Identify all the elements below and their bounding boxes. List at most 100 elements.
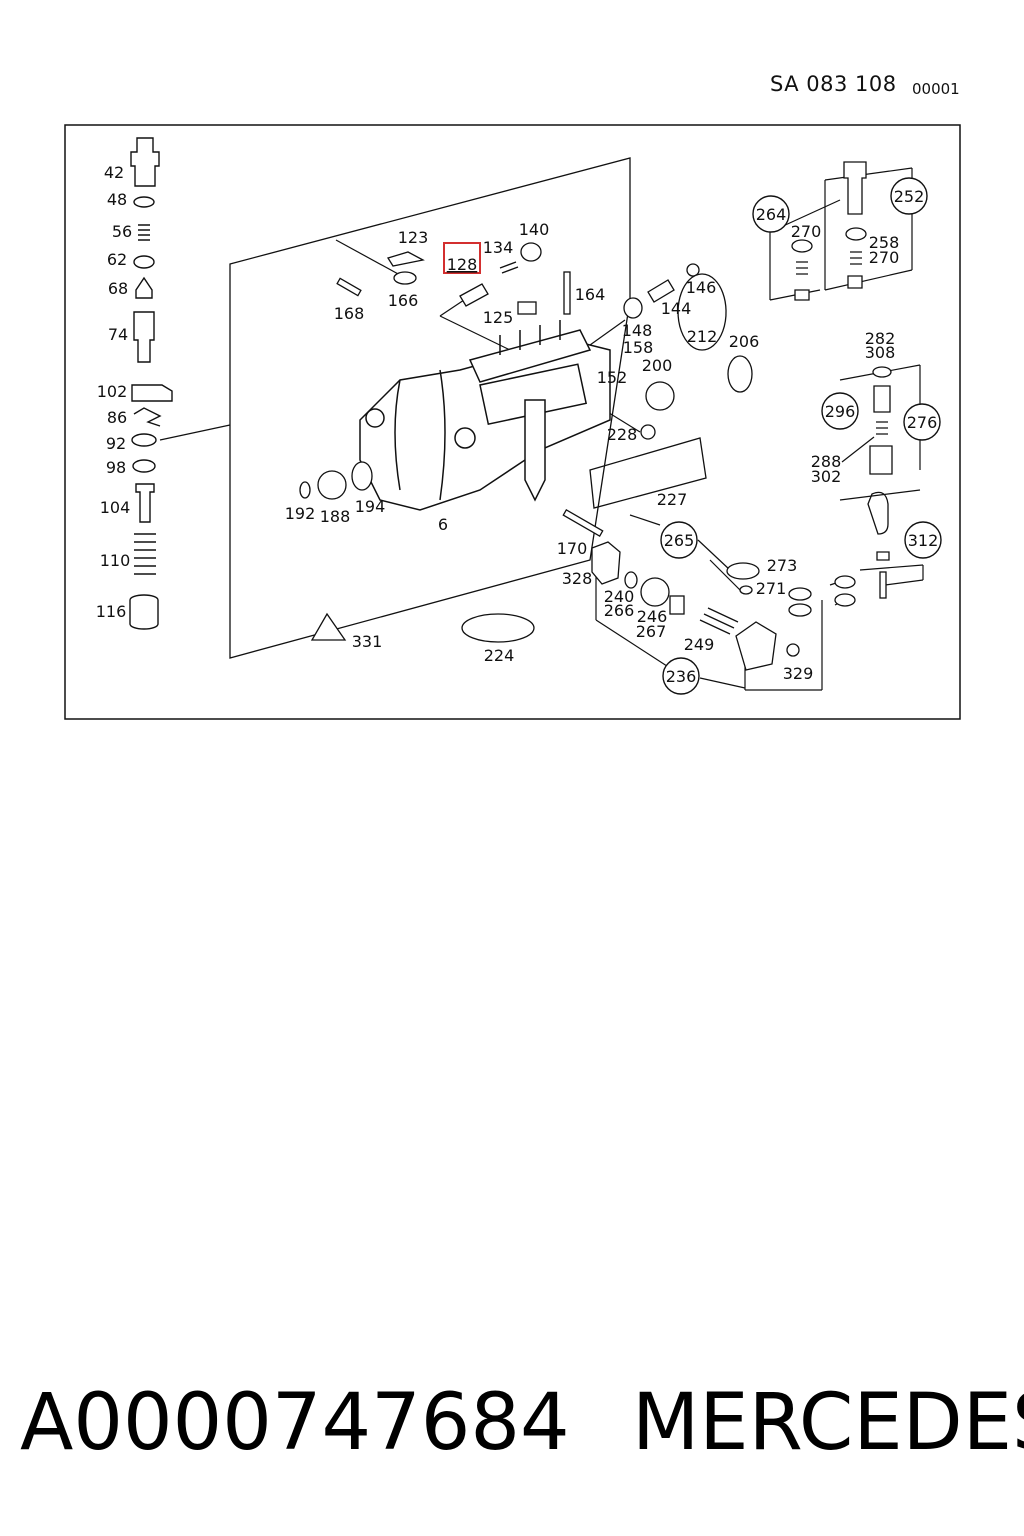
part-label-302: 302 [811,467,842,486]
sheet-number: 00001 [912,80,960,98]
circled-label-296: 296 [821,392,859,430]
part-label-134: 134 [483,238,514,257]
part-label-267: 267 [636,622,667,641]
part-label-42: 42 [104,163,124,182]
part-label-227: 227 [657,490,688,509]
part-label-194: 194 [355,497,386,516]
circled-label-252: 252 [890,177,928,215]
part-label-152: 152 [597,368,628,387]
clip-86-shape [133,407,162,427]
fitting-128-shape [459,283,489,307]
part-label-258: 258 [869,233,900,252]
part-label-144: 144 [661,299,692,318]
part-label-329: 329 [783,664,814,683]
part-label-328: 328 [562,569,593,588]
ring-98-shape [132,459,156,473]
assembly-plane [229,157,631,659]
part-label-68: 68 [108,279,128,298]
washer-a-shape [788,587,812,601]
circled-label-276: 276 [903,403,941,441]
svg-text:264: 264 [756,205,787,224]
part-label-228: 228 [607,425,638,444]
part-label-164: 164 [575,285,606,304]
part-label-92: 92 [106,434,126,453]
part-label-74: 74 [108,325,128,344]
oring-246-shape [640,577,670,607]
part-label-200: 200 [642,356,673,375]
spring-56-shape [138,224,150,241]
part-label-170: 170 [557,539,588,558]
sleeve-296-shape [873,385,891,413]
clip-312-shape [867,491,889,535]
circled-label-265: 265 [660,521,698,559]
part-label-271: 271 [756,579,787,598]
highlight-box-128 [443,242,481,274]
part-label-48: 48 [107,190,127,209]
circled-part-labels: 264 252 296 276 312 265 236 [660,177,942,695]
part-label-224: 224 [484,646,515,665]
spring-249-shape [699,607,739,635]
bearing-200-shape [645,381,675,411]
ring-240-shape [624,571,638,589]
part-label-331: 331 [352,632,383,651]
washer-258-shape [845,227,867,241]
plate-123-shape [386,251,425,267]
right-side-parts [791,161,893,599]
spring-270a-shape [796,261,808,275]
key-168-shape [336,277,362,297]
part-label-212: 212 [687,327,718,346]
part-label-128: 128 [447,255,478,274]
washer-148-shape [623,297,643,319]
part-label-192: 192 [285,504,316,523]
part-label-188: 188 [320,507,351,526]
circled-label-236: 236 [662,657,700,695]
bracket-125-shape [517,301,537,315]
seal-194-shape [351,461,373,491]
part-label-288: 288 [811,452,842,471]
gasket-224-shape [461,613,535,643]
cap-302-shape [869,445,893,475]
circled-label-264: 264 [752,195,790,233]
washer-62-shape [133,255,155,269]
injection-pump-body [359,320,611,511]
part-label-308: 308 [865,343,896,362]
circled-label-312: 312 [904,521,942,559]
spring-288-shape [876,421,888,435]
housing-236-shape [735,621,777,671]
clip-329-shape [786,643,800,657]
valve-267-shape [669,595,685,615]
svg-text:252: 252 [894,187,925,206]
svg-text:265: 265 [664,531,695,550]
part-label-166: 166 [388,291,419,310]
part-label-168: 168 [334,304,365,323]
flange-328-shape [591,541,621,585]
bearing-188-shape [317,470,347,500]
washer-d-shape [834,593,856,607]
sleeve-104-shape [135,483,155,523]
delivery-valve-holder-shape [130,137,160,187]
left-column-parts [129,137,173,630]
drawing-code: SA 083 108 [770,72,897,96]
washer-166-shape [393,271,417,285]
svg-text:312: 312 [908,531,939,550]
part-label-206: 206 [729,332,760,351]
part-label-6: 6 [438,515,448,534]
seal-140-shape [520,242,542,262]
screw-252-shape [843,161,867,215]
part-label-246: 246 [637,607,668,626]
part-label-140: 140 [519,220,550,239]
part-number: A0000747684 [20,1378,570,1468]
svg-text:296: 296 [825,402,856,421]
part-label-282: 282 [865,329,896,348]
gasket-227-shape [589,437,707,509]
footer-line: A0000747684 MERCEDES [20,1378,1024,1468]
part-label-116: 116 [96,602,127,621]
part-label-125: 125 [483,308,514,327]
spring-110-shape [134,533,156,575]
plunger-74-shape [133,311,155,363]
part-label-270: 270 [791,222,822,241]
part-label-270: 270 [869,248,900,267]
exploded-parts-diagram: 4248566268741028692981041101161231281341… [64,124,961,720]
part-label-110: 110 [100,551,131,570]
flange-331-shape [310,612,347,641]
